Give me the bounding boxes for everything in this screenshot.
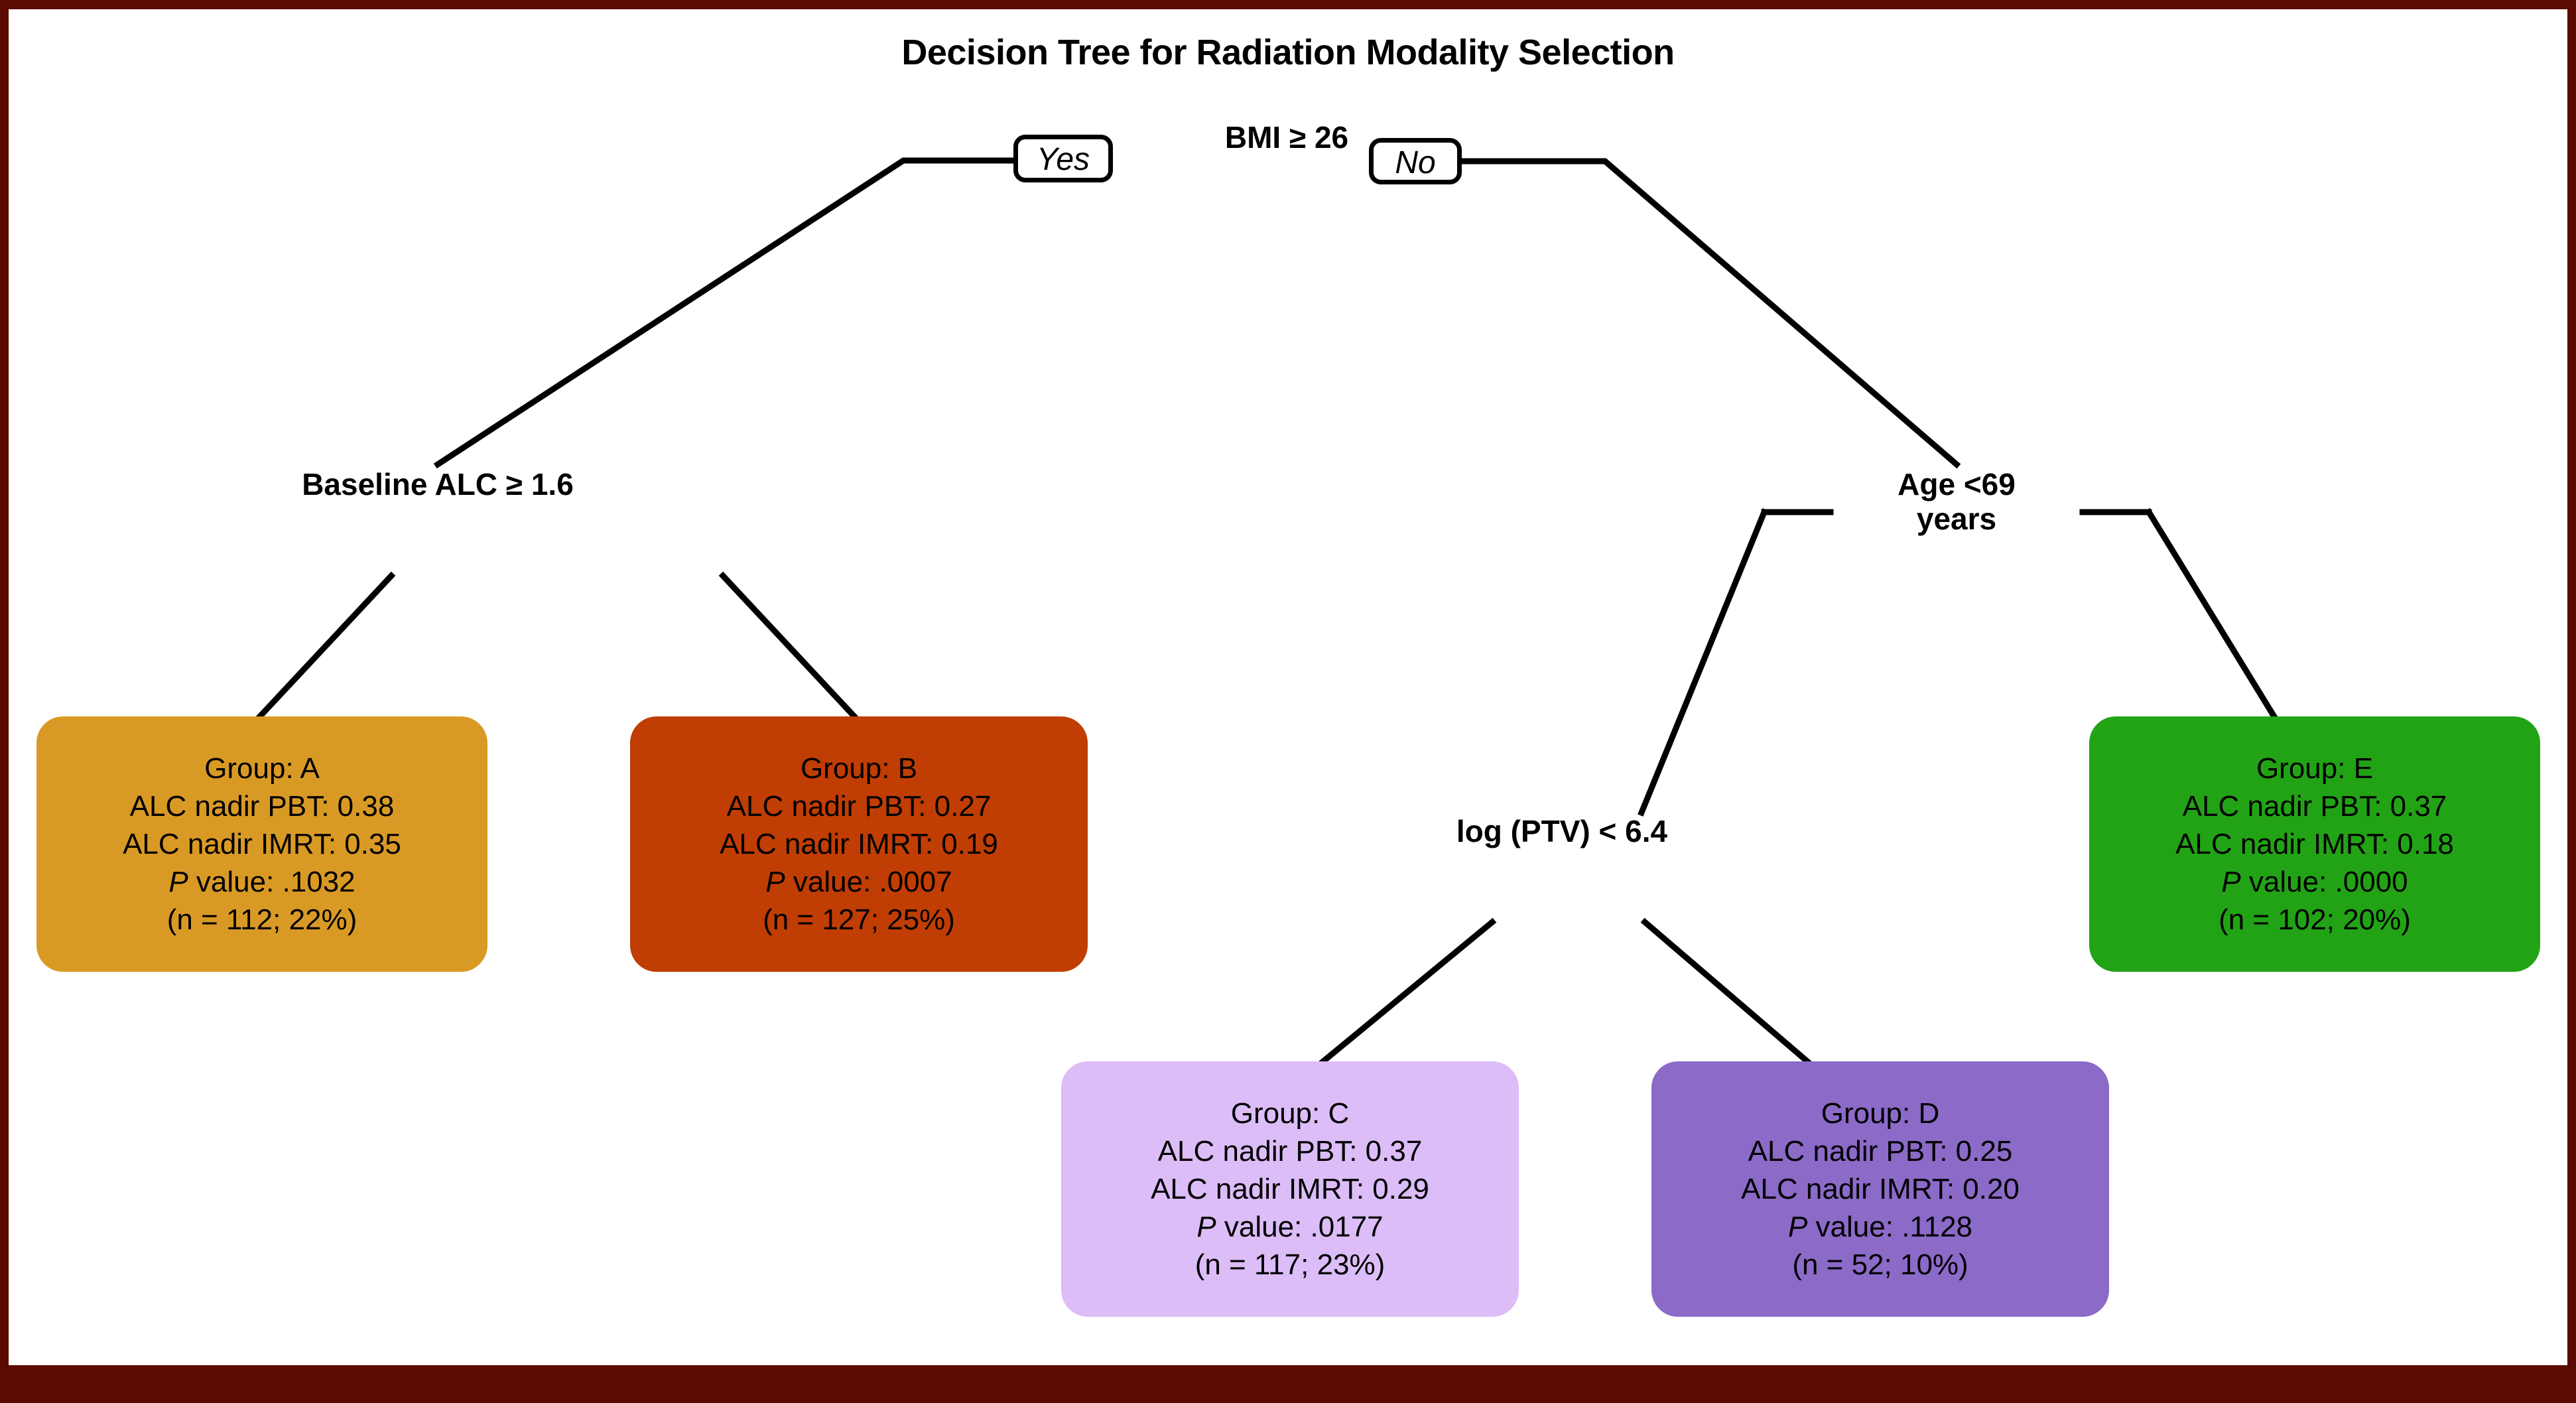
leaf-alc-nadir-imrt: ALC nadir IMRT: 0.19: [720, 827, 998, 860]
leaf-sample-size: (n = 52; 10%): [1792, 1248, 1968, 1282]
leaf-group-label: Group: E: [2256, 752, 2374, 785]
p-italic: P: [765, 866, 785, 899]
p-value-text: value: .1032: [188, 866, 355, 899]
leaf-node-group-b[interactable]: Group: B ALC nadir PBT: 0.27 ALC nadir I…: [630, 716, 1088, 972]
leaf-group-label: Group: A: [204, 752, 320, 785]
decision-node-age-line2: years: [1916, 501, 1997, 536]
frame-border-top: [0, 0, 2576, 9]
leaf-sample-size: (n = 102; 20%): [2219, 903, 2411, 937]
leaf-p-value: P value: .0007: [765, 863, 952, 901]
p-value-text: value: .0000: [2240, 866, 2408, 899]
p-italic: P: [1196, 1211, 1216, 1244]
leaf-alc-nadir-pbt: ALC nadir PBT: 0.27: [726, 789, 992, 823]
leaf-sample-size: (n = 127; 25%): [763, 903, 955, 937]
leaf-alc-nadir-pbt: ALC nadir PBT: 0.38: [129, 789, 395, 823]
leaf-p-value: P value: .0177: [1196, 1208, 1383, 1246]
frame-border-right: [2567, 0, 2576, 1367]
leaf-sample-size: (n = 117; 23%): [1194, 1248, 1385, 1282]
leaf-node-group-c[interactable]: Group: C ALC nadir PBT: 0.37 ALC nadir I…: [1061, 1061, 1519, 1317]
frame-border-left: [0, 0, 9, 1367]
leaf-alc-nadir-imrt: ALC nadir IMRT: 0.18: [2175, 827, 2454, 860]
edge-label-no[interactable]: No: [1369, 138, 1462, 184]
leaf-alc-nadir-pbt: ALC nadir PBT: 0.37: [2182, 789, 2447, 823]
decision-node-bmi[interactable]: BMI ≥ 26: [1224, 120, 1349, 155]
p-italic: P: [168, 866, 188, 899]
leaf-alc-nadir-pbt: ALC nadir PBT: 0.25: [1748, 1134, 2013, 1168]
p-value-text: value: .0007: [785, 866, 952, 899]
decision-node-baseline-alc[interactable]: Baseline ALC ≥ 1.6: [302, 467, 574, 501]
p-italic: P: [1787, 1211, 1808, 1244]
leaf-node-group-a[interactable]: Group: A ALC nadir PBT: 0.38 ALC nadir I…: [36, 716, 487, 972]
decision-node-age-line1: Age <69: [1898, 467, 2016, 501]
leaf-alc-nadir-imrt: ALC nadir IMRT: 0.35: [123, 827, 401, 860]
leaf-group-label: Group: B: [800, 752, 918, 785]
decision-node-log-ptv[interactable]: log (PTV) < 6.4: [1456, 814, 1668, 848]
p-value-text: value: .0177: [1216, 1211, 1384, 1244]
figure-title: Decision Tree for Radiation Modality Sel…: [901, 33, 1675, 72]
leaf-alc-nadir-pbt: ALC nadir PBT: 0.37: [1157, 1134, 1423, 1168]
p-italic: P: [2221, 866, 2241, 899]
leaf-alc-nadir-imrt: ALC nadir IMRT: 0.29: [1151, 1172, 1429, 1205]
leaf-group-label: Group: C: [1230, 1097, 1350, 1130]
leaf-p-value: P value: .0000: [2221, 863, 2408, 901]
leaf-group-label: Group: D: [1821, 1097, 1940, 1130]
leaf-node-group-d[interactable]: Group: D ALC nadir PBT: 0.25 ALC nadir I…: [1651, 1061, 2109, 1317]
edge-label-yes[interactable]: Yes: [1013, 135, 1113, 182]
leaf-node-group-e[interactable]: Group: E ALC nadir PBT: 0.37 ALC nadir I…: [2089, 716, 2540, 972]
leaf-alc-nadir-imrt: ALC nadir IMRT: 0.20: [1741, 1172, 2020, 1205]
p-value-text: value: .1128: [1807, 1211, 1973, 1244]
leaf-sample-size: (n = 112; 22%): [166, 903, 357, 937]
leaf-p-value: P value: .1128: [1788, 1208, 1972, 1246]
leaf-p-value: P value: .1032: [168, 863, 355, 901]
frame-border-bottom: [0, 1365, 2576, 1403]
decision-node-age[interactable]: Age <69 years: [1831, 467, 2083, 536]
